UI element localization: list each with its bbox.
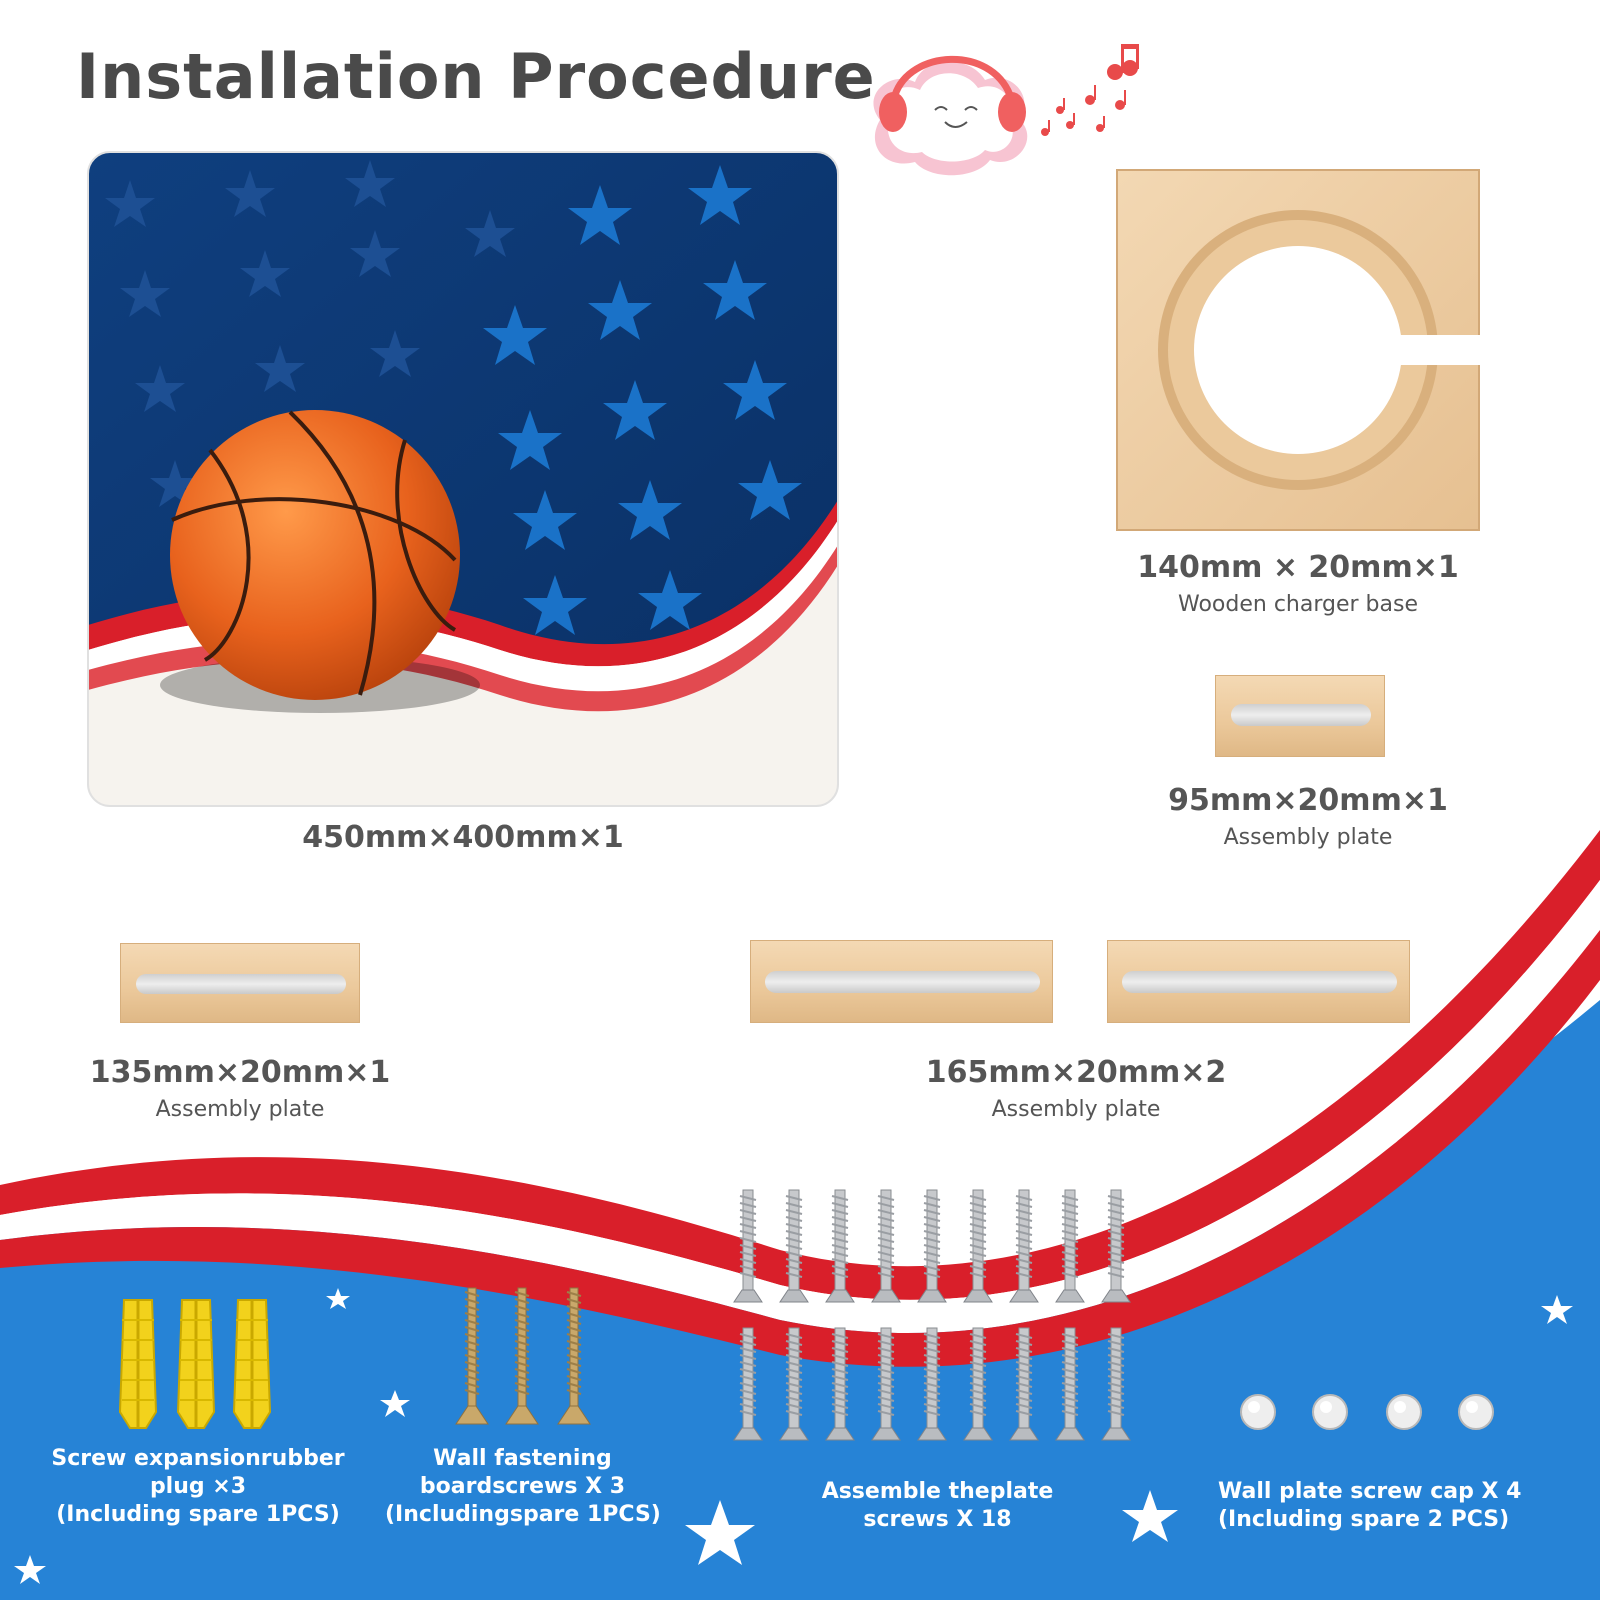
plate-screw-icon xyxy=(1101,1327,1131,1441)
main-board-image xyxy=(87,151,839,807)
caps-caption-line2: (Including spare 2 PCS) xyxy=(1218,1507,1510,1532)
expansion-plug-icon xyxy=(118,1299,158,1429)
plugs-caption-line2: plug ×3 xyxy=(149,1474,247,1499)
wall-screws-caption-line3: (Includingspare 1PCS) xyxy=(385,1502,661,1527)
expansion-plug-icon xyxy=(176,1299,216,1429)
wall-screw-icon xyxy=(455,1287,489,1425)
assembly-plate-165-image-1 xyxy=(750,940,1053,1023)
screw-cap-icon xyxy=(1386,1394,1422,1430)
plate-95-dimension: 95mm×20mm×1 xyxy=(1168,783,1448,818)
plate-135-label: Assembly plate xyxy=(155,1097,325,1122)
plugs-caption-line1: Screw expansionrubber xyxy=(51,1446,345,1471)
plate-screw-icon xyxy=(963,1327,993,1441)
wall-screws-image xyxy=(455,1287,591,1425)
screw-cap-icon xyxy=(1240,1394,1276,1430)
plugs-caption-line3: (Including spare 1PCS) xyxy=(56,1502,340,1527)
screw-caps-image xyxy=(1240,1394,1494,1430)
white-stripe xyxy=(0,880,1600,1334)
screw-cap-icon xyxy=(1458,1394,1494,1430)
wall-screw-icon xyxy=(505,1287,539,1425)
plate-screw-icon xyxy=(733,1327,763,1441)
assembly-plate-165-image-2 xyxy=(1107,940,1410,1023)
caps-caption-line1: Wall plate screw cap X 4 xyxy=(1218,1479,1522,1504)
basketball-icon xyxy=(170,410,460,700)
caps-caption: Wall plate screw cap X 4 (Including spar… xyxy=(1218,1478,1522,1534)
plate-screws-caption: Assemble theplate screws X 18 xyxy=(805,1478,1070,1534)
plate-screw-icon xyxy=(871,1327,901,1441)
expansion-plugs-image xyxy=(118,1299,272,1429)
plate-screw-icon xyxy=(917,1189,947,1303)
plate-screws-caption-line1: Assemble theplate xyxy=(821,1479,1054,1504)
red-stripe-top xyxy=(0,830,1600,1300)
plate-screws-caption-line2: screws X 18 xyxy=(863,1507,1012,1532)
plate-screw-icon xyxy=(779,1189,809,1303)
star-icon xyxy=(14,1288,1573,1584)
music-notes-icon xyxy=(1041,44,1139,136)
plate-165-label: Assembly plate xyxy=(991,1097,1161,1122)
plate-screw-icon xyxy=(1055,1189,1085,1303)
charger-base-label: Wooden charger base xyxy=(1178,592,1418,617)
cloud-headphones-icon xyxy=(873,55,1028,176)
wall-screws-caption-line2: boardscrews X 3 xyxy=(419,1474,626,1499)
plate-135-dimension: 135mm×20mm×1 xyxy=(89,1055,391,1090)
plate-screw-icon xyxy=(733,1189,763,1303)
board-dimension: 450mm×400mm×1 xyxy=(302,820,624,855)
expansion-plug-icon xyxy=(232,1299,272,1429)
plate-screws-image xyxy=(733,1189,1131,1441)
plate-screw-icon xyxy=(825,1327,855,1441)
plate-screw-icon xyxy=(779,1327,809,1441)
wall-screw-icon xyxy=(557,1287,591,1425)
plate-95-label: Assembly plate xyxy=(1223,825,1393,850)
assembly-plate-135-image xyxy=(120,943,360,1023)
screw-cap-icon xyxy=(1312,1394,1348,1430)
plate-screw-icon xyxy=(963,1189,993,1303)
assembly-plate-95-image xyxy=(1215,675,1385,757)
plugs-caption: Screw expansionrubber plug ×3 (Including… xyxy=(48,1445,348,1529)
plate-165-dimension: 165mm×20mm×2 xyxy=(925,1055,1227,1090)
plate-screw-icon xyxy=(1055,1327,1085,1441)
wall-screws-caption-line1: Wall fastening xyxy=(433,1446,612,1471)
wall-screws-caption: Wall fastening boardscrews X 3 (Includin… xyxy=(385,1445,661,1529)
page-title: Installation Procedure xyxy=(76,40,876,113)
plate-screw-icon xyxy=(825,1189,855,1303)
plate-screw-icon xyxy=(917,1327,947,1441)
plate-screw-icon xyxy=(1101,1189,1131,1303)
plate-screw-icon xyxy=(1009,1189,1039,1303)
plate-screw-icon xyxy=(871,1189,901,1303)
wooden-charger-base-image xyxy=(1116,169,1480,531)
charger-base-dimension: 140mm × 20mm×1 xyxy=(1137,550,1459,585)
plate-screw-icon xyxy=(1009,1327,1039,1441)
red-stripe-bottom xyxy=(0,930,1600,1367)
